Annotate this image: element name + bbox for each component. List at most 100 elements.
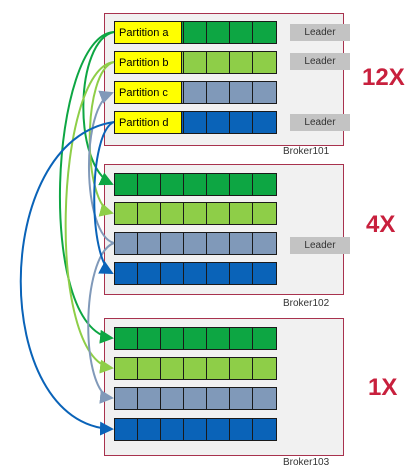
multiplier-broker103: 1X [368,374,398,401]
partition-cell [207,233,230,254]
partition-cell [207,388,230,409]
partition-cell [161,419,184,440]
partition-cell [161,328,184,349]
partition-cell [253,203,276,224]
partition-cell [207,82,230,103]
arrow-a-to-broker103 [58,31,115,344]
partition-cell [253,112,276,133]
partition-cell [115,233,138,254]
arrow-d-to-broker103 [19,121,115,436]
partition-cell [207,263,230,284]
partition-cell [207,22,230,43]
partition-cell [138,233,161,254]
partition-cell [115,263,138,284]
partition-label-a: Partition a [114,21,182,44]
arrow-c-to-broker103 [87,242,115,404]
partition-cell [230,233,253,254]
partition-cell [138,203,161,224]
partition-cell [115,174,138,195]
partition-cell [184,233,207,254]
partition-row-c-broker103 [114,387,277,410]
partition-cell [184,419,207,440]
partition-cell [253,22,276,43]
partition-cell [161,263,184,284]
partition-cell [253,82,276,103]
partition-cell [230,22,253,43]
partition-cell [115,358,138,379]
partition-cell [230,112,253,133]
partition-cell [253,419,276,440]
partition-cell [230,82,253,103]
partition-row-a-broker103 [114,327,277,350]
broker-label-101: Broker101 [283,146,330,157]
partition-cell [161,203,184,224]
partition-cell [253,52,276,73]
broker-label-102: Broker102 [283,298,330,309]
partition-cell [184,82,207,103]
partition-cell [253,358,276,379]
partition-cell [230,388,253,409]
partition-cell [115,203,138,224]
broker-label-103: Broker103 [283,457,330,468]
partition-cell [253,174,276,195]
multiplier-broker101: 12X [362,64,405,91]
leader-badge-d-broker101: Leader [290,114,350,131]
partition-cell [184,263,207,284]
partition-cell [253,233,276,254]
partition-cell [138,358,161,379]
partition-cell [115,388,138,409]
partition-cell [230,52,253,73]
partition-cell [184,52,207,73]
arrow-a-to-broker102 [82,31,115,186]
partition-cell [184,328,207,349]
partition-cell [184,174,207,195]
partition-cell [230,328,253,349]
partition-cell [230,419,253,440]
partition-cell [230,358,253,379]
partition-cell [230,174,253,195]
partition-cell [161,388,184,409]
multiplier-broker102: 4X [366,211,396,238]
partition-row-d-broker103 [114,418,277,441]
partition-cell [207,203,230,224]
partition-row-c-broker102 [114,232,277,255]
partition-cell [184,203,207,224]
arrow-c-to-broker101 [88,90,115,244]
leader-badge-c-broker102: Leader [290,237,350,254]
partition-label-b: Partition b [114,51,182,74]
partition-cell [161,358,184,379]
partition-cell [207,174,230,195]
partition-cell [230,263,253,284]
leader-badge-b-broker101: Leader [290,53,350,70]
arrow-d-to-broker102 [93,121,115,274]
partition-cell [184,388,207,409]
partition-row-a-broker102 [114,173,277,196]
partition-cell [115,419,138,440]
partition-cell [161,233,184,254]
partition-cell [161,174,184,195]
partition-cell [207,358,230,379]
partition-cell [184,22,207,43]
partition-cell [138,328,161,349]
arrow-b-to-broker103 [64,61,115,374]
partition-row-d-broker102 [114,262,277,285]
partition-cell [207,419,230,440]
partition-cell [138,388,161,409]
partition-cell [115,328,138,349]
partition-cell [253,328,276,349]
partition-cell [138,174,161,195]
partition-cell [253,388,276,409]
partition-label-c: Partition c [114,81,182,104]
partition-cell [207,112,230,133]
partition-label-d: Partition d [114,111,182,134]
partition-cell [184,112,207,133]
leader-badge-a-broker101: Leader [290,24,350,41]
partition-cell [207,52,230,73]
partition-cell [184,358,207,379]
partition-cell [230,203,253,224]
partition-cell [253,263,276,284]
partition-cell [138,419,161,440]
partition-cell [138,263,161,284]
partition-row-b-broker103 [114,357,277,380]
